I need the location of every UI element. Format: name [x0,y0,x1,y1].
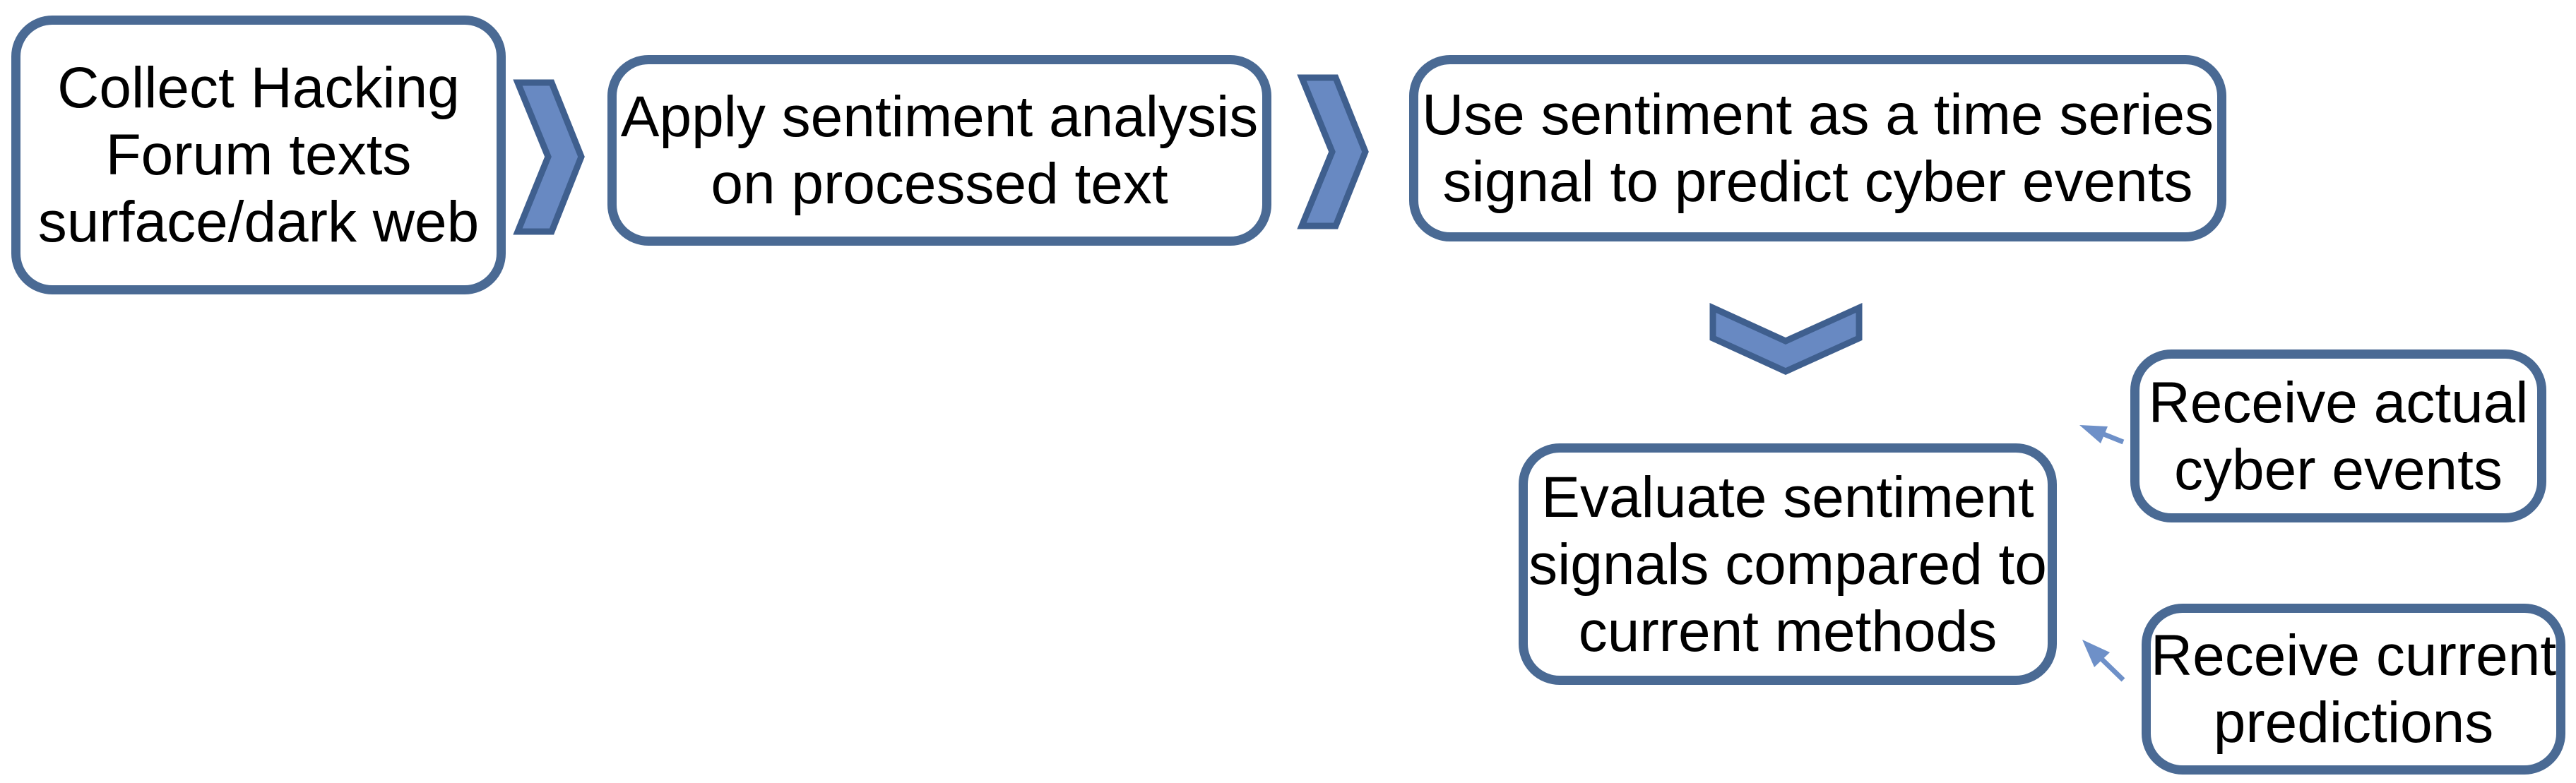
flow-step-label-line: Evaluate sentiment [1541,465,2034,530]
chevron-right-icon [513,79,585,235]
flow-step-label-line: signals compared to [1529,532,2047,597]
flow-step-collect-forum-texts: Collect Hacking Forum texts surface/dark… [11,16,506,294]
flow-step-label-line: current methods [1578,599,1998,664]
flow-step-apply-sentiment-analysis: Apply sentiment analysis on processed te… [607,55,1271,246]
flow-step-receive-current-predictions: Receive current predictions [2142,604,2565,775]
flow-step-label-line: Receive current [2150,623,2557,688]
arrow-up-left-icon [2082,640,2125,682]
flow-step-receive-actual-cyber-events: Receive actual cyber events [2130,349,2546,522]
flow-step-label-line: on processed text [711,152,1168,216]
flow-step-label-line: surface/dark web [37,190,480,254]
flow-step-evaluate-sentiment-signals: Evaluate sentiment signals compared to c… [1519,443,2057,685]
flow-step-label-line: predictions [2213,691,2494,755]
flow-step-label-line: Receive actual [2148,370,2529,435]
flow-step-label-line: Forum texts [105,123,412,187]
flow-step-label-line: cyber events [2174,437,2503,502]
chevron-down-icon [1709,303,1863,375]
arrow-up-left-icon [2079,425,2125,445]
chevron-right-icon [1297,74,1369,229]
flow-step-label-line: Collect Hacking [57,56,460,120]
flow-step-label-line: Use sentiment as a time series [1421,83,2214,147]
flow-step-use-sentiment-signal: Use sentiment as a time series signal to… [1409,55,2226,241]
flow-step-label-line: signal to predict cyber events [1442,150,2193,214]
flow-step-label-line: Apply sentiment analysis [620,85,1259,149]
